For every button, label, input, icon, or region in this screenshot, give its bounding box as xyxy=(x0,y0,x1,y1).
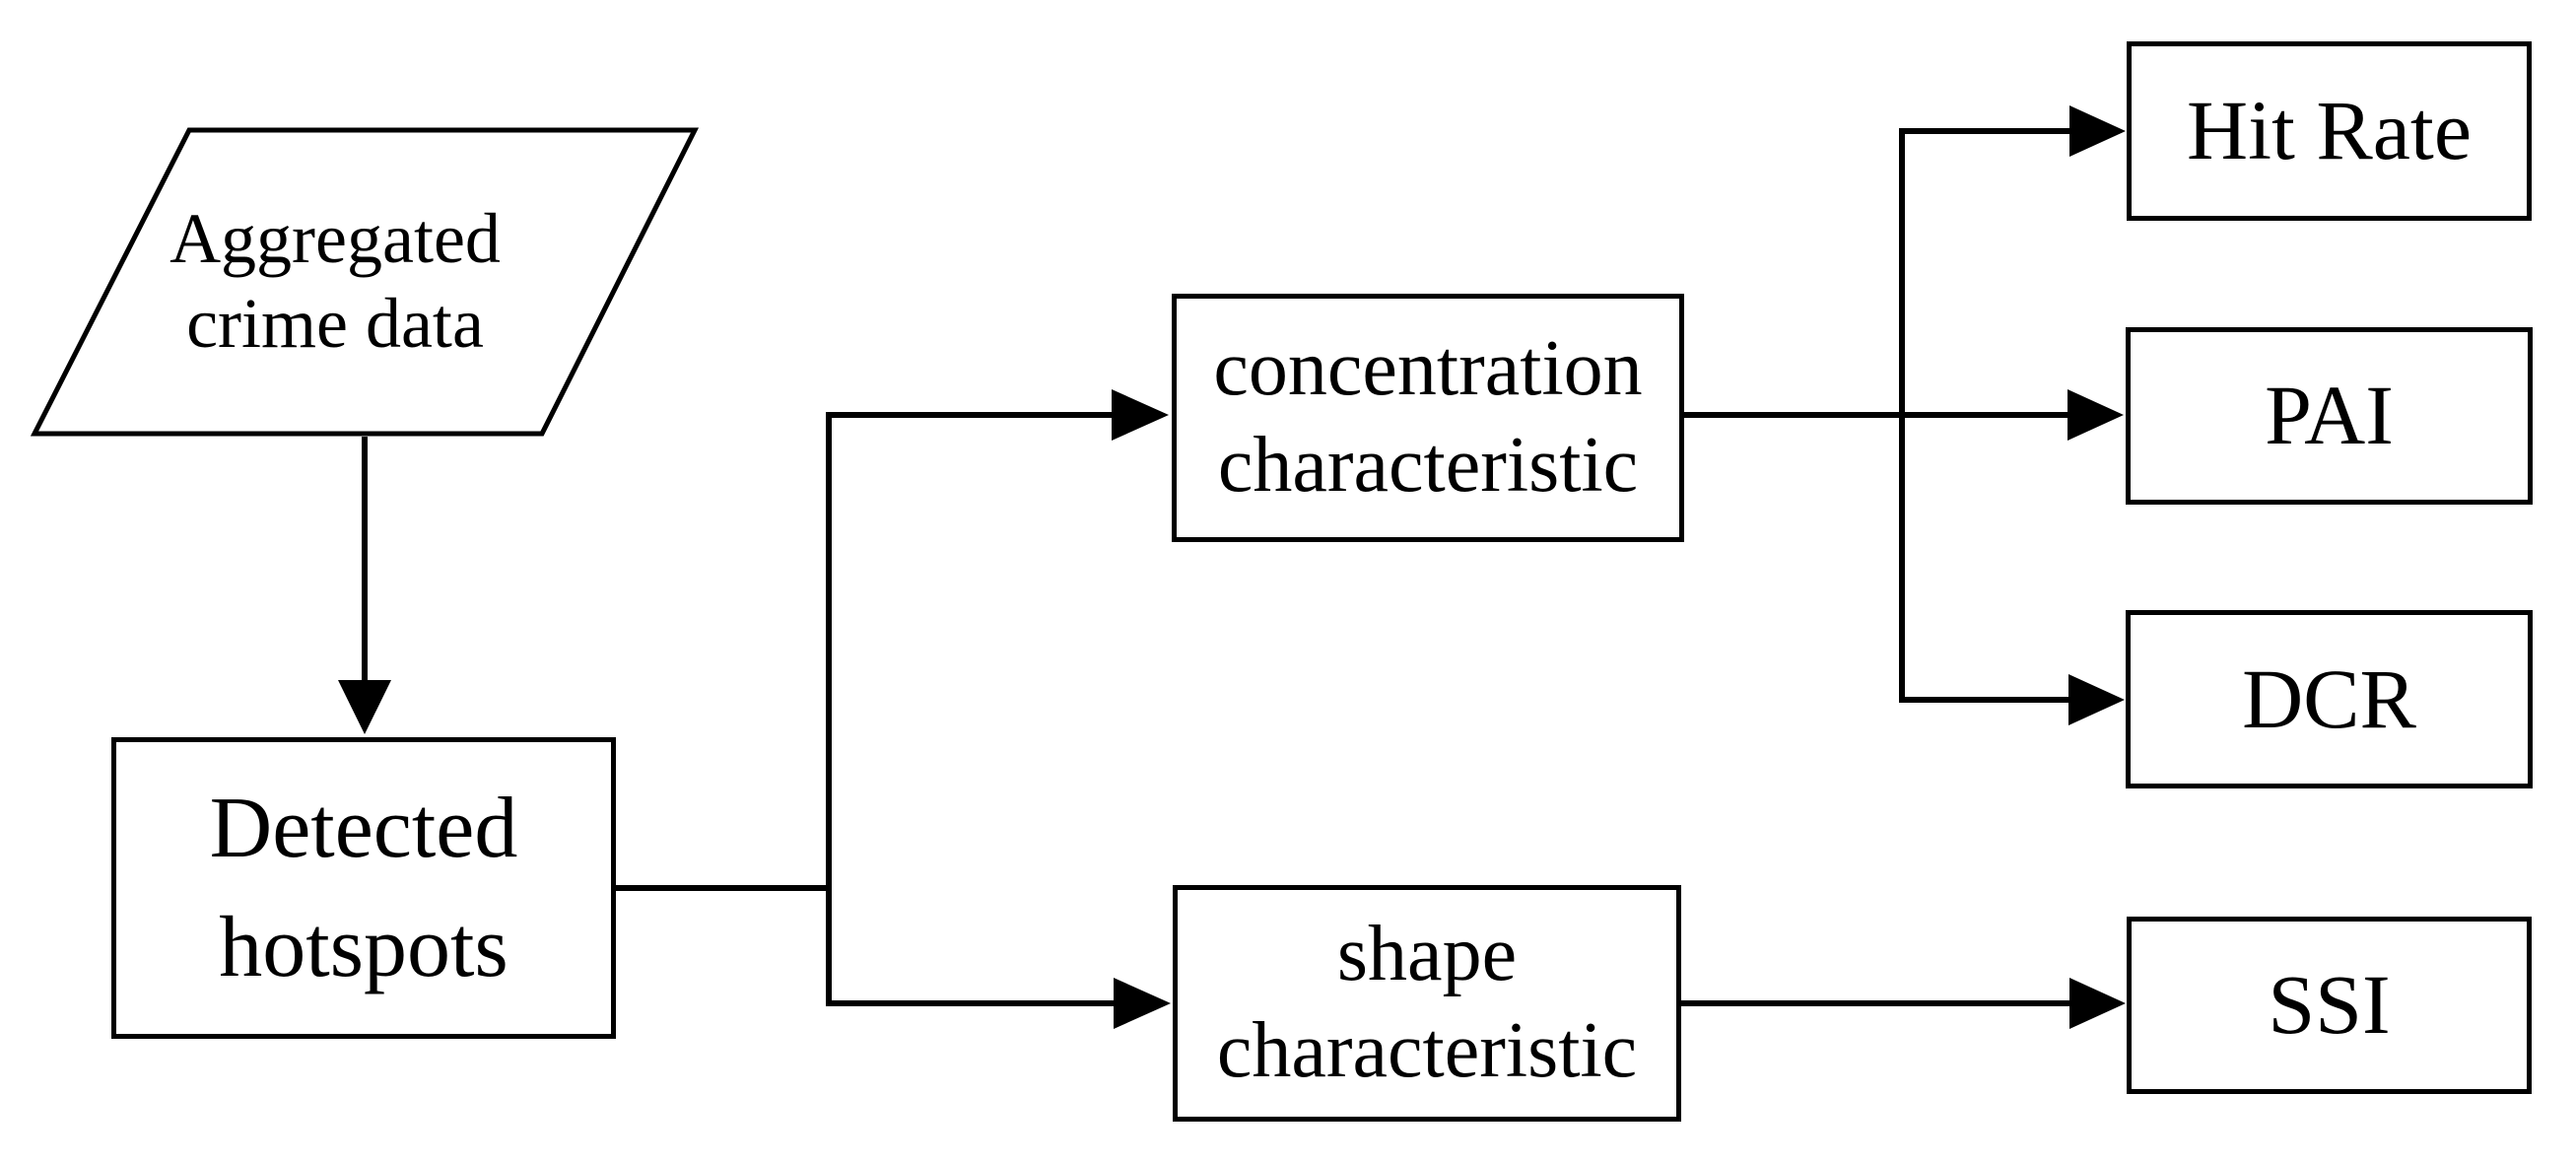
node-detected-hotspots-line1: Detected xyxy=(209,780,518,876)
edge-data-to-hotspots-arrowhead xyxy=(338,680,391,734)
node-detected-hotspots: Detected hotspots xyxy=(111,737,616,1039)
edge-concentration-to-hitrate-arrowhead xyxy=(2069,105,2126,157)
node-shape-characteristic-line1: shape xyxy=(1336,911,1518,998)
node-aggregated-crime-data-line2: crime data xyxy=(186,284,484,363)
node-ssi-label: SSI xyxy=(2268,957,2391,1053)
node-dcr: DCR xyxy=(2126,610,2533,788)
node-detected-hotspots-line2: hotspots xyxy=(219,900,508,995)
node-aggregated-crime-data-shape xyxy=(30,127,700,437)
edge-shape-to-ssi-arrowhead xyxy=(2069,978,2126,1029)
node-aggregated-crime-data-line1: Aggregated xyxy=(169,198,501,278)
node-ssi: SSI xyxy=(2127,917,2532,1094)
node-concentration-characteristic: concentration characteristic xyxy=(1172,294,1684,542)
edge-hotspots-to-concentration-arrowhead xyxy=(1112,389,1169,441)
node-shape-characteristic-line2: characteristic xyxy=(1216,1007,1638,1094)
edge-concentration-to-pai-arrowhead xyxy=(2068,389,2124,441)
node-concentration-characteristic-line1: concentration xyxy=(1213,325,1643,413)
node-concentration-characteristic-line2: characteristic xyxy=(1217,422,1639,509)
edge-hotspots-to-shape-arrowhead xyxy=(1114,978,1171,1029)
node-hit-rate: Hit Rate xyxy=(2127,41,2532,221)
node-shape-characteristic: shape characteristic xyxy=(1173,885,1681,1122)
edge-concentration-to-dcr-arrowhead xyxy=(2068,674,2125,725)
node-aggregated-crime-data-label: Aggregated crime data xyxy=(138,168,532,394)
node-dcr-label: DCR xyxy=(2242,650,2416,746)
node-pai: PAI xyxy=(2126,327,2533,505)
node-hit-rate-label: Hit Rate xyxy=(2187,83,2472,178)
node-pai-label: PAI xyxy=(2265,368,2394,463)
